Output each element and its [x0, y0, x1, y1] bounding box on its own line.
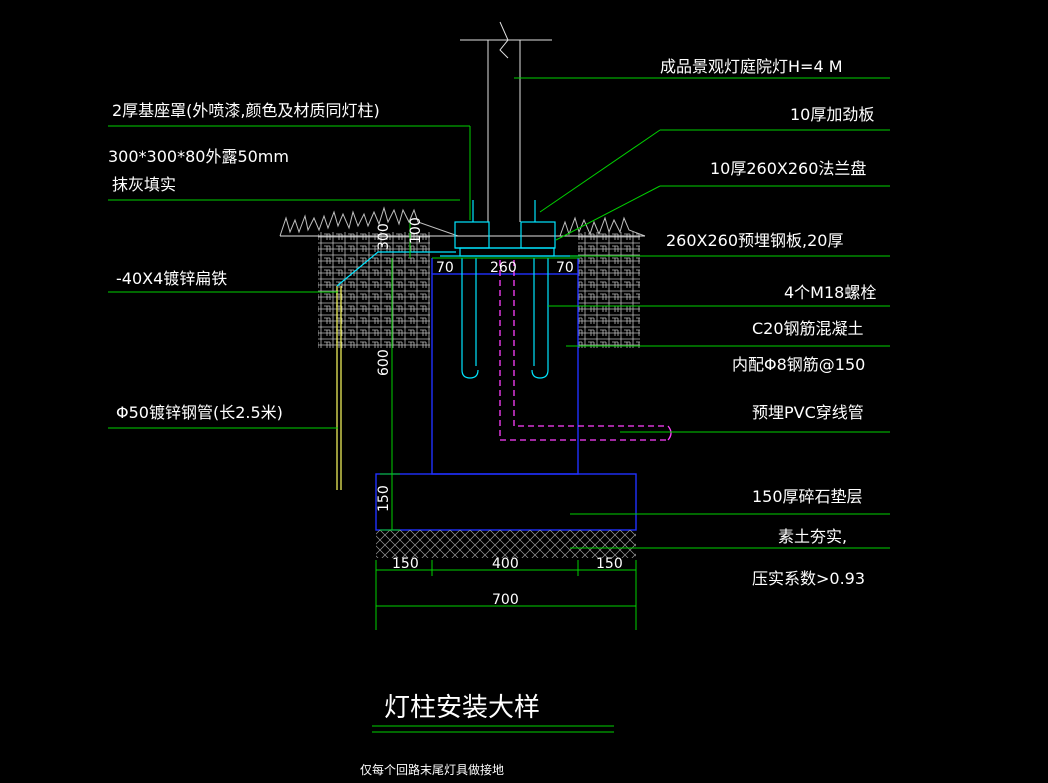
anchor-bolt-1 — [461, 258, 479, 379]
concrete-foundation — [431, 273, 579, 475]
label-stiffener: 10厚加劲板 — [790, 105, 874, 124]
label-flat-steel: -40X4镀锌扁铁 — [116, 269, 227, 288]
label-plaster: 抹灰填实 — [112, 175, 176, 194]
dim-top-left: 70 — [436, 260, 454, 276]
compacted-soil — [376, 530, 636, 558]
base-cover-left — [454, 221, 490, 249]
label-lamp: 成品景观灯庭院灯H=4 M — [660, 57, 843, 76]
label-soil-1: 素土夯实, — [778, 527, 847, 546]
dim-above-ground: 100 — [408, 217, 424, 244]
drawing-note: 仅每个回路末尾灯具做接地 — [360, 762, 504, 777]
soil-block-left — [318, 232, 430, 348]
label-flange: 10厚260X260法兰盘 — [710, 159, 866, 178]
dim-bottom-left: 150 — [392, 556, 419, 572]
dim-top-right: 70 — [556, 260, 574, 276]
break-mark — [499, 21, 509, 59]
dim-bottom-right: 150 — [596, 556, 623, 572]
flange-plate — [459, 247, 555, 257]
label-gravel: 150厚碎石垫层 — [752, 487, 863, 506]
label-embedded-plate: 260X260预埋钢板,20厚 — [666, 231, 844, 250]
gravel-cushion — [375, 473, 637, 531]
pvc-conduit-inner — [513, 260, 668, 427]
galvanized-flat-iron — [336, 251, 456, 287]
grass-line — [279, 206, 646, 237]
dim-base-height: 300 — [376, 223, 392, 250]
pvc-conduit-outer — [499, 260, 668, 441]
label-base-size: 300*300*80外露50mm — [108, 147, 289, 166]
dim-top-mid: 260 — [490, 260, 517, 276]
label-soil-2: 压实系数>0.93 — [752, 569, 865, 588]
label-base-cover: 2厚基座罩(外喷漆,颜色及材质同灯柱) — [112, 101, 380, 120]
base-cover-right — [520, 221, 556, 249]
label-bolts: 4个M18螺栓 — [784, 283, 876, 302]
dim-total-width: 700 — [492, 592, 519, 608]
label-rebar: 内配Φ8钢筋@150 — [732, 355, 865, 374]
dim-depth: 600 — [376, 349, 392, 376]
dim-gravel-thickness: 150 — [376, 485, 392, 512]
label-steel-pipe: Φ50镀锌钢管(长2.5米) — [116, 403, 283, 422]
label-pvc: 预埋PVC穿线管 — [752, 403, 864, 422]
dim-bottom-mid: 400 — [492, 556, 519, 572]
soil-block-right — [578, 232, 640, 348]
label-concrete: C20钢筋混凝土 — [752, 319, 864, 338]
drawing-title: 灯柱安装大样 — [384, 693, 540, 723]
